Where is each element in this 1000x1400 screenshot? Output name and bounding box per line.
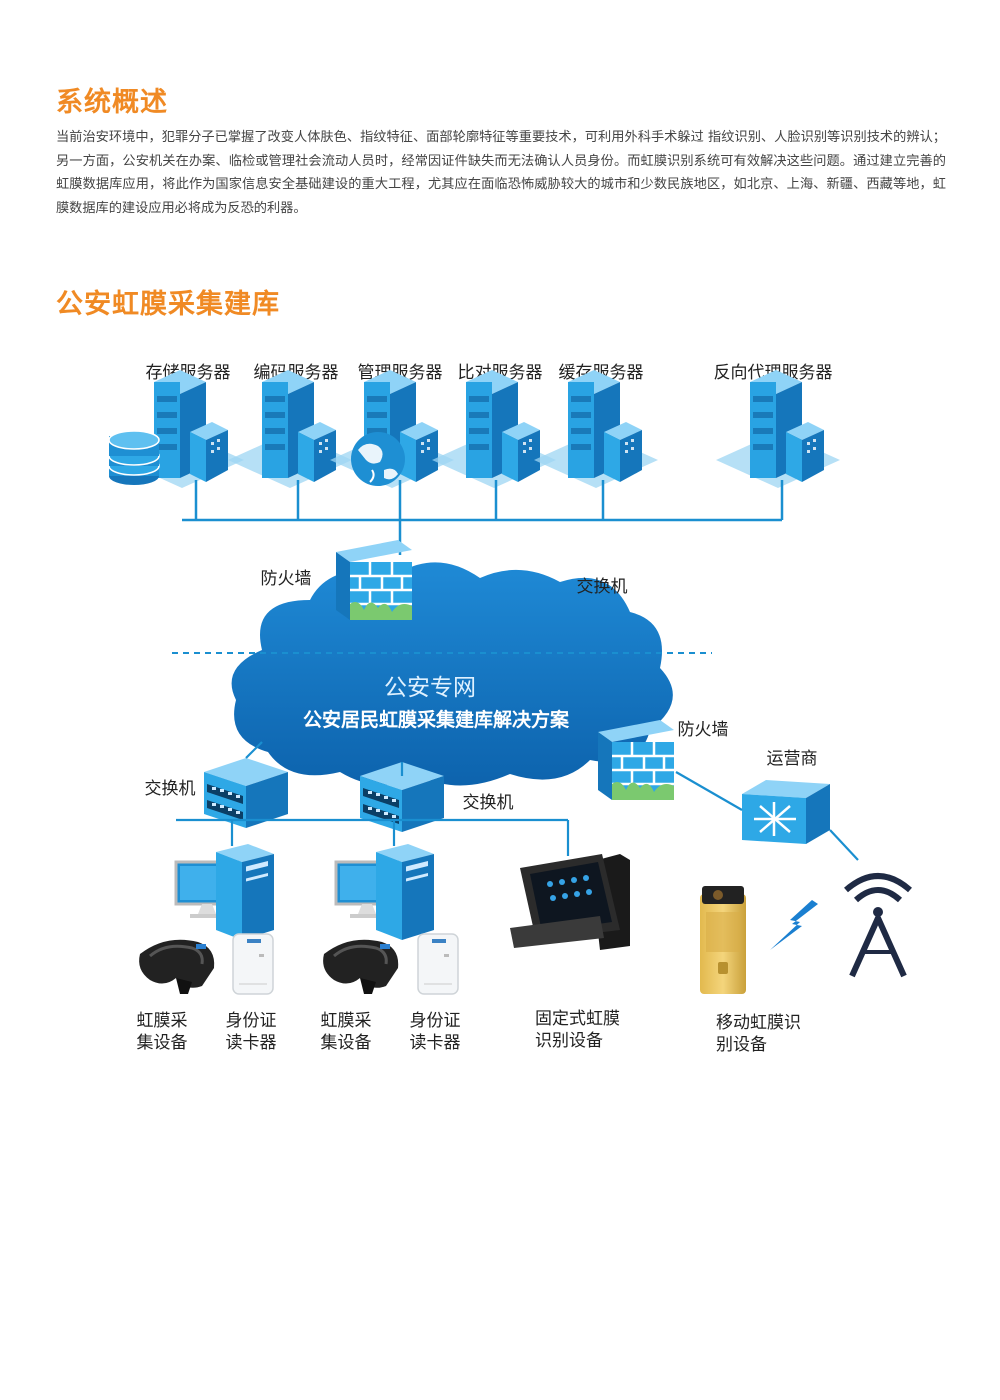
cloud-title: 公安专网 bbox=[384, 675, 476, 701]
device-label-1-line2: 集设备 bbox=[137, 1033, 188, 1053]
device-labels: 虹膜采 集设备 身份证 读卡器 虹膜采 集设备 身份证 读卡器 固定式虹膜 识别… bbox=[137, 1009, 802, 1055]
cloud-subtitle: 公安居民虹膜采集建库解决方案 bbox=[303, 708, 570, 731]
section-title-iris-db: 公安虹膜采集建库 bbox=[56, 289, 280, 320]
lightning-icon bbox=[770, 900, 818, 950]
database-icon bbox=[108, 430, 160, 485]
right-firewall-icon bbox=[596, 718, 676, 802]
top-firewall-icon bbox=[334, 538, 414, 622]
mid-iris-capture-icon bbox=[321, 938, 400, 996]
mobile-iris-device-icon bbox=[700, 886, 746, 994]
left-iris-capture-icon bbox=[137, 938, 216, 996]
mid-id-reader-icon bbox=[417, 933, 459, 995]
device-label-4-line2: 读卡器 bbox=[410, 1033, 461, 1053]
left-pc-icon bbox=[174, 842, 276, 942]
device-label-2-line2: 读卡器 bbox=[226, 1033, 277, 1053]
device-label-3-line1: 虹膜采 bbox=[321, 1011, 372, 1031]
server-bus bbox=[182, 480, 784, 555]
mid-switch-label: 交换机 bbox=[463, 793, 514, 813]
device-label-5-line2: 识别设备 bbox=[535, 1031, 603, 1051]
section-title-overview: 系统概述 bbox=[56, 87, 168, 118]
device-label-6-line1: 移动虹膜识 bbox=[716, 1013, 801, 1033]
operator-links bbox=[675, 771, 859, 861]
device-label-2-line1: 身份证 bbox=[226, 1011, 277, 1031]
overview-paragraph: 当前治安环境中，犯罪分子已掌握了改变人体肤色、指纹特征、面部轮廓特征等重要技术，… bbox=[56, 130, 946, 216]
mid-pc-icon bbox=[334, 842, 436, 942]
device-label-5-line1: 固定式虹膜 bbox=[535, 1009, 620, 1029]
globe-icon bbox=[351, 432, 405, 486]
top-firewall-label: 防火墙 bbox=[261, 569, 312, 589]
top-switch-label: 交换机 bbox=[577, 577, 628, 597]
signal-tower-icon bbox=[844, 873, 912, 978]
device-label-1-line1: 虹膜采 bbox=[137, 1011, 188, 1031]
device-label-3-line2: 集设备 bbox=[321, 1033, 372, 1053]
device-label-4-line1: 身份证 bbox=[410, 1011, 461, 1031]
lower-links bbox=[176, 741, 570, 856]
left-switch-label: 交换机 bbox=[145, 779, 196, 799]
operator-label: 运营商 bbox=[767, 749, 818, 769]
encoding-server-icon bbox=[228, 370, 352, 488]
comparison-server-icon bbox=[432, 370, 556, 488]
fixed-iris-terminal-icon bbox=[510, 854, 630, 950]
left-switch-icon bbox=[204, 758, 288, 828]
device-label-6-line2: 别设备 bbox=[716, 1035, 767, 1055]
cache-server-icon bbox=[534, 370, 658, 488]
police-network-cloud bbox=[231, 562, 673, 786]
operator-icon bbox=[742, 780, 830, 844]
right-firewall-label: 防火墙 bbox=[678, 720, 729, 740]
left-id-reader-icon bbox=[232, 933, 274, 995]
reverse-proxy-server-icon bbox=[716, 370, 840, 488]
